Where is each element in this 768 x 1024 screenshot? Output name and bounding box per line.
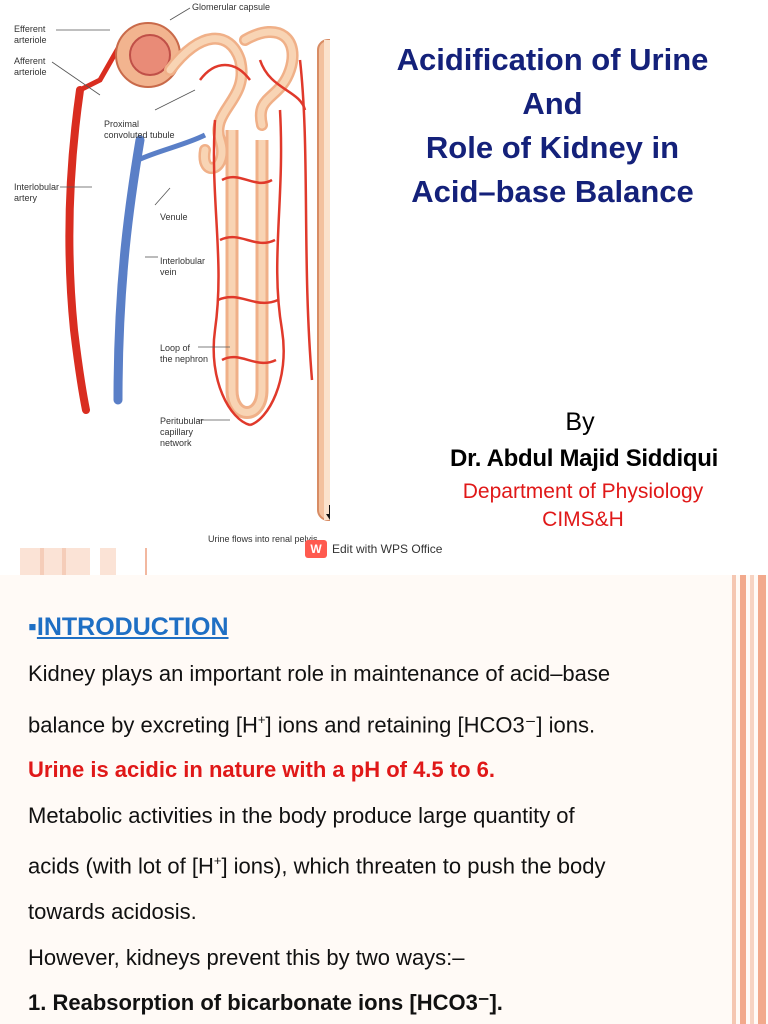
- decorative-stripes: [732, 575, 766, 1024]
- label-peritubular-line2: capillary: [160, 427, 194, 437]
- slide-edge-strip: [20, 548, 147, 575]
- intro-line-1: Kidney plays an important role in mainte…: [28, 661, 611, 686]
- way-1: 1. Reabsorption of bicarbonate ions [HCO…: [28, 990, 503, 1016]
- title-line-1: Acidification of Urine: [396, 42, 709, 77]
- department: Department of Physiology: [462, 480, 704, 503]
- intro-line-2: balance by excreting [H+] ions and retai…: [28, 711, 596, 737]
- title-line-4: Acid–base Balance: [411, 174, 694, 209]
- urine-ph-statement: Urine is acidic in nature with a pH of 4…: [28, 757, 495, 783]
- label-interlobular-artery-line2: artery: [14, 193, 38, 203]
- slide-title: Acidification of Urine And Role of Kidne…: [360, 38, 745, 214]
- label-peritubular-line1: Peritubular: [160, 416, 204, 426]
- affiliation: Department of Physiology CIMS&H: [400, 478, 766, 534]
- nephron-diagram: Glomerular capsule Efferent arteriole Af…: [14, 2, 330, 544]
- section-heading: ▪INTRODUCTION: [28, 603, 728, 651]
- heading-bullet: ▪: [28, 613, 37, 641]
- author-name: Dr. Abdul Majid Siddiqui: [450, 445, 718, 472]
- institution: CIMS&H: [542, 508, 624, 531]
- intro-line-6: towards acidosis.: [28, 899, 197, 925]
- intro-line-4: Metabolic activities in the body produce…: [28, 802, 575, 828]
- wps-logo-icon: W: [305, 540, 327, 558]
- label-afferent-line2: arteriole: [14, 67, 47, 77]
- interlobular-artery: [65, 86, 90, 414]
- label-interlobular-artery-line1: Interlobular: [14, 182, 59, 192]
- label-efferent-line2: arteriole: [14, 35, 47, 45]
- introduction-slide: ▪INTRODUCTION Kidney plays an important …: [0, 575, 768, 1024]
- peritubular-capillary-network: [199, 59, 314, 427]
- title-slide: Glomerular capsule Efferent arteriole Af…: [14, 2, 766, 575]
- label-afferent-line1: Afferent: [14, 56, 46, 66]
- loop-of-nephron: [225, 130, 269, 419]
- title-line-3: Role of Kidney in: [425, 130, 680, 165]
- label-venule: Venule: [160, 212, 188, 222]
- label-interlobular-vein-line1: Interlobular: [160, 256, 205, 266]
- interlobular-vein: [113, 135, 145, 405]
- label-interlobular-vein-line2: vein: [160, 267, 177, 277]
- label-loop-line1: Loop of: [160, 343, 191, 353]
- label-urine-flow: Urine flows into renal pelvis: [208, 534, 318, 544]
- label-peritubular-line3: network: [160, 438, 192, 448]
- intro-line-7: However, kidneys prevent this by two way…: [28, 944, 465, 970]
- wps-watermark[interactable]: W Edit with WPS Office: [305, 539, 442, 559]
- intro-line-5: acids (with lot of [H+] ions), which thr…: [28, 853, 606, 879]
- heading-text: INTRODUCTION: [36, 613, 229, 641]
- wps-watermark-text: Edit with WPS Office: [332, 542, 443, 556]
- label-proximal-line1: Proximal: [104, 119, 139, 129]
- label-proximal-line2: convoluted tubule: [104, 130, 175, 140]
- label-glomerular-capsule: Glomerular capsule: [192, 2, 270, 12]
- by-label: By: [565, 408, 595, 436]
- title-line-2: And: [522, 86, 583, 121]
- slide-content: ▪INTRODUCTION Kidney plays an important …: [28, 603, 728, 1024]
- label-efferent-line1: Efferent: [14, 24, 46, 34]
- label-loop-line2: the nephron: [160, 354, 208, 364]
